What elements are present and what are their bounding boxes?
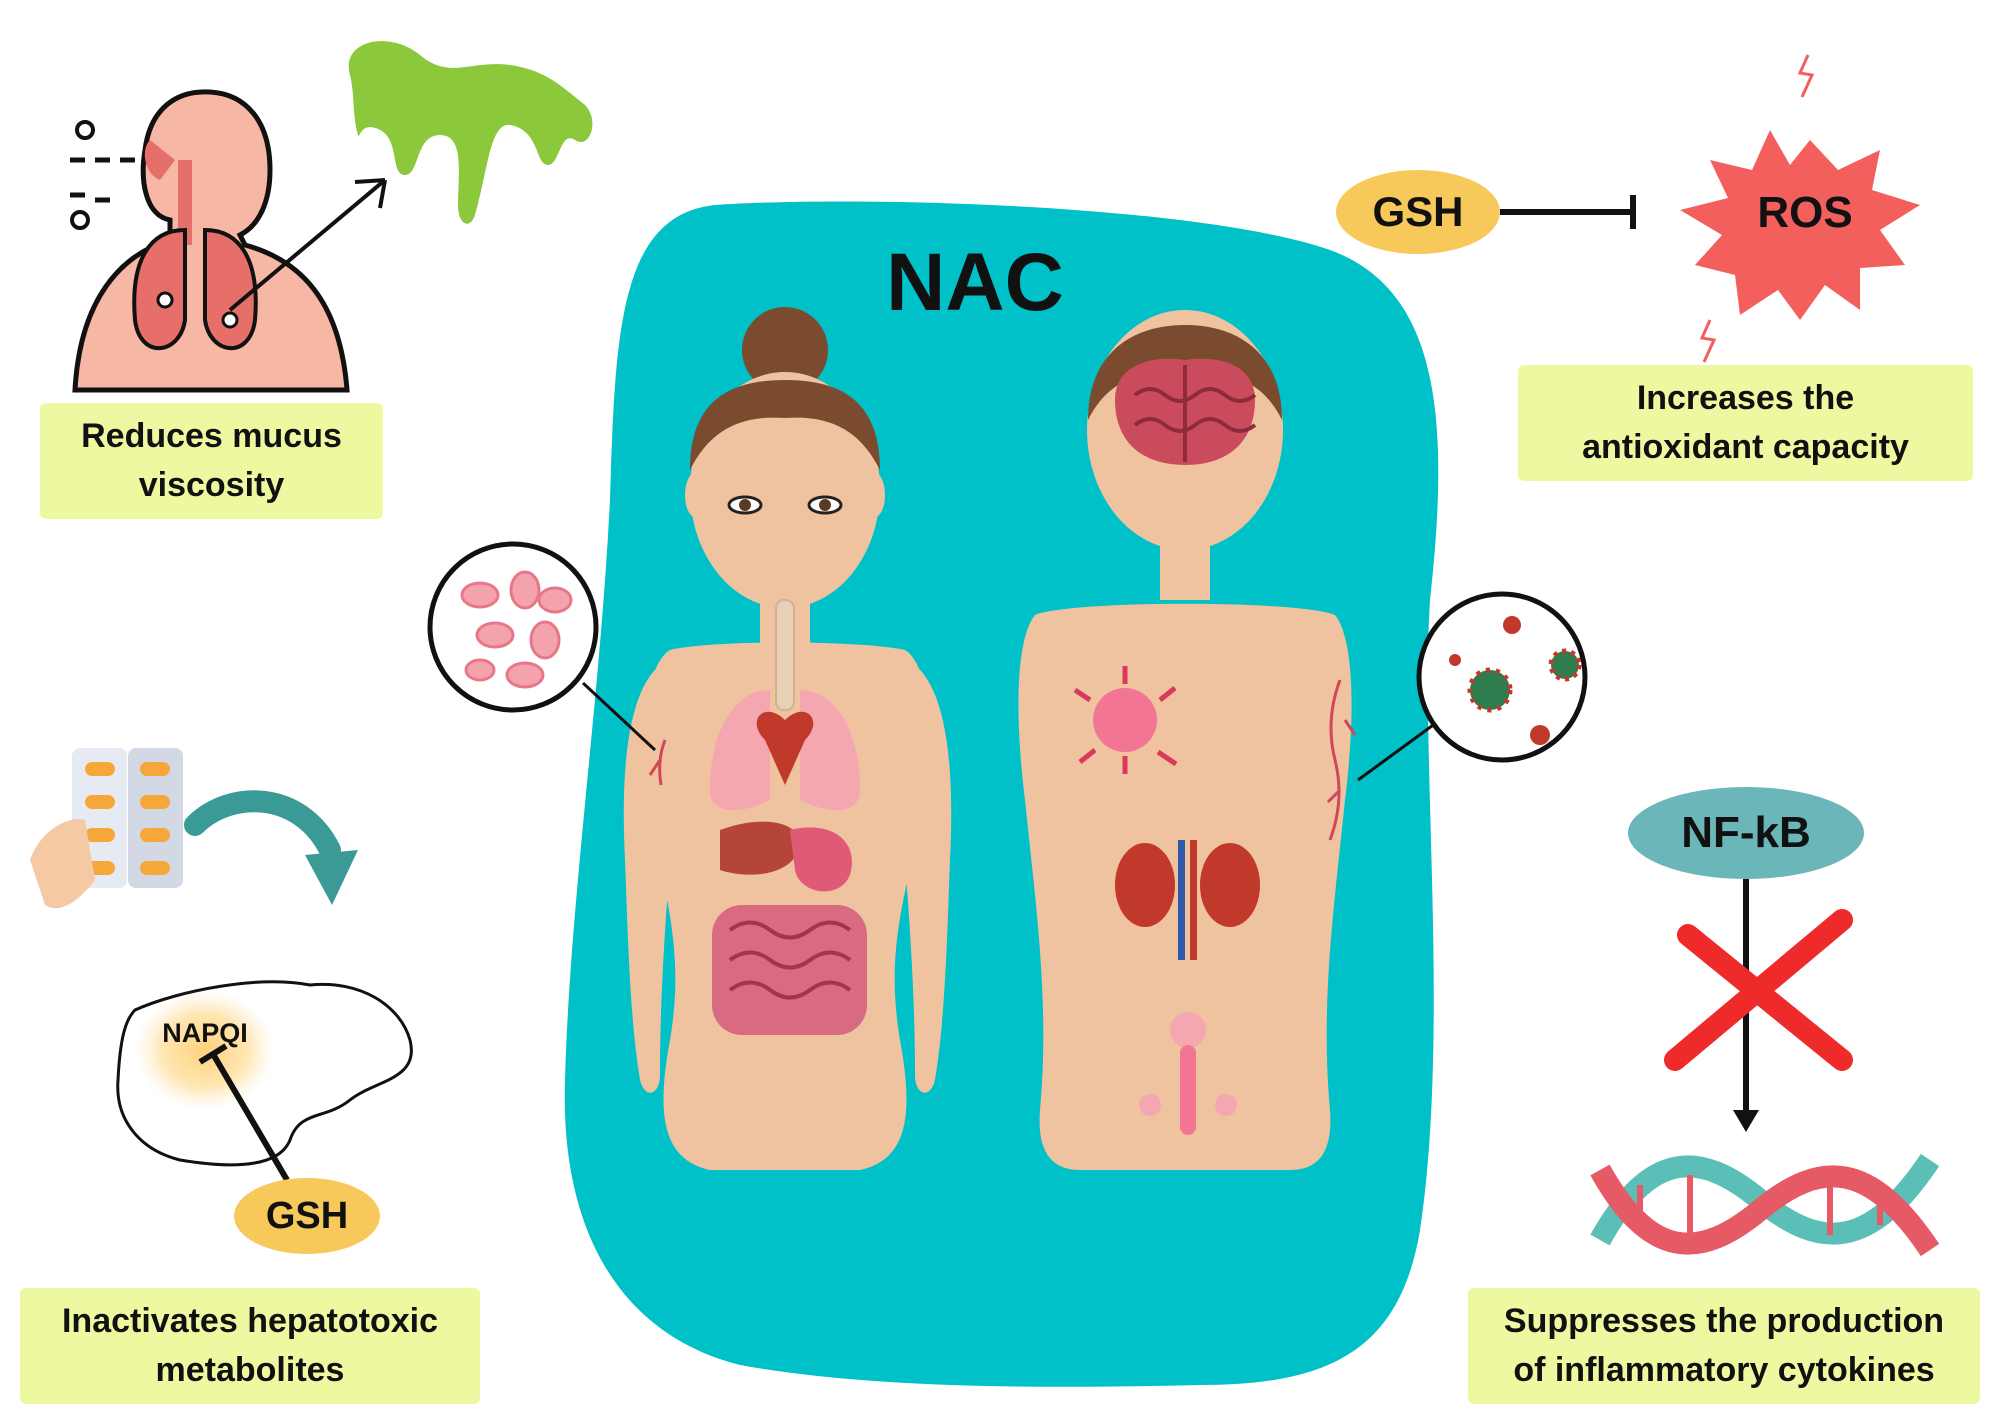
label-hepatic-line1: Inactivates hepatotoxic [61,1301,438,1340]
liver-icon [116,980,413,1182]
label-antioxidant-line2: antioxidant capacity [1582,428,1909,466]
virus-cells-icon [1416,591,1588,763]
nac-title: NAC [886,236,1064,328]
gsh-label-top: GSH [1372,188,1464,235]
male-body-icon [1018,310,1357,1170]
label-mucus-line1: Reduces mucus [81,416,342,455]
mucus-blob-icon [348,41,593,224]
pill-pack-icon [30,748,183,909]
curved-arrow [184,790,341,861]
gsh-pill-top [1336,170,1500,254]
label-antioxidant: Increases the antioxidant capacity [1518,365,1973,481]
label-antioxidant-line1: Increases the [1636,378,1855,417]
lungs-breathing-icon [70,89,387,393]
nfkb-pill [1628,787,1864,879]
nfkb-label: NF-kB [1681,808,1811,857]
napqi-label: NAPQI [162,1017,248,1048]
label-inflammation-line2: of inflammatory cytokines [1513,1351,1935,1389]
dna-helix-icon [1590,1153,1940,1257]
label-mucus-line2: viscosity [138,466,285,504]
label-mucus: Reduces mucus viscosity [40,403,383,519]
female-body-icon [623,307,952,1170]
ros-label: ROS [1757,188,1853,237]
gsh-pill-bottom [234,1178,380,1254]
red-blood-cells-icon [427,541,599,713]
label-hepatic-line2: metabolites [155,1351,345,1389]
x-cross-icon [1664,909,1853,1071]
label-inflammation: Suppresses the production of inflammator… [1468,1288,1980,1404]
label-inflammation-line1: Suppresses the production [1503,1301,1945,1340]
label-hepatic: Inactivates hepatotoxic metabolites [20,1288,480,1404]
gsh-label-bottom: GSH [265,1194,349,1237]
ros-burst-icon [1680,54,1920,363]
